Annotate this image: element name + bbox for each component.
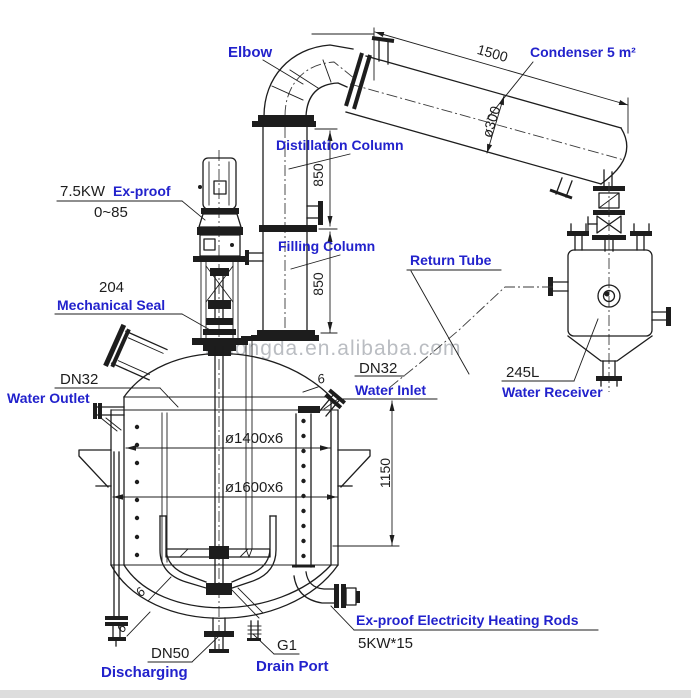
discharge-nozzle bbox=[204, 617, 234, 653]
label-drain-port: Drain Port bbox=[256, 658, 329, 675]
label-seal-model: 204 bbox=[99, 279, 124, 296]
reactor-vessel: 6 6 6 bbox=[78, 323, 371, 653]
label-discharging-dn: DN50 bbox=[151, 645, 189, 662]
label-water-receiver: Water Receiver bbox=[502, 384, 603, 400]
return-tube-line bbox=[383, 286, 553, 393]
label-distillation-column: Distillation Column bbox=[276, 137, 404, 153]
label-receiver-volume: 245L bbox=[506, 364, 539, 381]
support-lug-left bbox=[78, 449, 112, 488]
label-return-tube: Return Tube bbox=[410, 252, 492, 268]
top-head bbox=[123, 353, 332, 398]
watermark-text: lzhongda.en.alibaba.com bbox=[205, 337, 462, 360]
dim-300: ø300 bbox=[479, 104, 504, 139]
label-motor-speed: 0~85 bbox=[94, 204, 128, 221]
water-outlet-nozzle bbox=[93, 403, 125, 432]
condensate-valve-train bbox=[587, 186, 626, 252]
label-filling-column: Filling Column bbox=[278, 238, 375, 254]
label-water-outlet: Water Outlet bbox=[7, 390, 90, 406]
dim-850-upper: 850 bbox=[310, 163, 326, 187]
jacket-bolts-left bbox=[134, 424, 140, 558]
dim-vessel: ø1400x6 ø1600x6 1150 bbox=[112, 398, 400, 547]
dim-condenser-diameter: ø300 bbox=[479, 95, 505, 154]
dim-1150: 1150 bbox=[377, 458, 393, 488]
bottom-head bbox=[110, 564, 339, 619]
label-water-outlet-dn: DN32 bbox=[60, 371, 98, 388]
column bbox=[245, 126, 323, 341]
label-water-inlet-dn: DN32 bbox=[359, 360, 397, 377]
agitator-drive bbox=[192, 150, 248, 652]
label-discharging: Discharging bbox=[101, 664, 188, 681]
callouts: Elbow Condenser 5 m² Distillation Column… bbox=[7, 44, 636, 681]
dim-1600: ø1600x6 bbox=[225, 479, 283, 496]
support-lug-right bbox=[337, 449, 371, 488]
condenser-vent-nozzle bbox=[371, 36, 395, 65]
dim-1400: ø1400x6 bbox=[225, 430, 283, 447]
water-inlet-nozzle bbox=[318, 388, 347, 417]
label-mechanical-seal: Mechanical Seal bbox=[57, 297, 165, 313]
weld-note-1: 6 bbox=[132, 584, 149, 600]
label-drain-thread: G1 bbox=[277, 637, 297, 654]
label-heating-rods: Ex-proof Electricity Heating Rods bbox=[356, 612, 579, 628]
manhole-nozzle bbox=[103, 323, 168, 381]
elbow-pipe bbox=[252, 44, 356, 127]
water-receiver bbox=[548, 182, 671, 392]
valve-icon bbox=[596, 215, 610, 234]
dim-850-lower: 850 bbox=[310, 272, 326, 296]
label-condenser: Condenser 5 m² bbox=[530, 44, 636, 60]
label-elbow: Elbow bbox=[228, 44, 272, 61]
label-motor-power: 7.5KW bbox=[60, 183, 106, 200]
sight-glass bbox=[597, 284, 621, 308]
drain-stub bbox=[247, 620, 262, 641]
dim-column-heights: 850 850 bbox=[310, 128, 338, 334]
dim-1500: 1500 bbox=[475, 41, 510, 65]
photo-edge-strip bbox=[0, 690, 691, 698]
label-motor-type: Ex-proof bbox=[113, 183, 171, 199]
jacket-drain-pipe bbox=[105, 451, 128, 647]
weld-note-3: 6 bbox=[316, 370, 328, 387]
condenser bbox=[344, 36, 628, 200]
mechanical-seal-assembly bbox=[206, 318, 233, 325]
label-heating-power: 5KW*15 bbox=[358, 635, 413, 652]
anchor-agitator bbox=[159, 346, 277, 619]
heating-rods-nozzle bbox=[293, 571, 360, 608]
water-dip-tube bbox=[292, 406, 320, 568]
condenser-water-nozzle bbox=[549, 177, 573, 200]
label-water-inlet: Water Inlet bbox=[355, 382, 426, 398]
